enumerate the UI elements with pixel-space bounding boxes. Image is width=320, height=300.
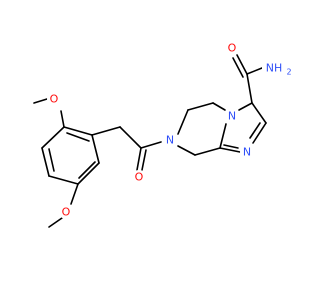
- methoxy-bottom-o-label: O: [62, 206, 71, 219]
- amide-nitrogen: NH 2: [262, 60, 292, 77]
- background: [0, 0, 300, 300]
- carbonyl-oxygen: O: [132, 170, 146, 184]
- molecule-structure: O O O N N N NH 2 O: [0, 0, 300, 300]
- ring-nitrogen-fused: N: [225, 109, 239, 123]
- carbonyl-o-label: O: [135, 171, 144, 184]
- atom-labels: O O O N N N NH 2 O: [47, 41, 292, 219]
- methoxy-bottom-oxygen: O: [59, 205, 73, 219]
- ring-nitrogen-imidazole: N: [240, 145, 254, 159]
- ring-nitrogen-amide: N: [163, 133, 177, 147]
- ring-n-fused-label: N: [228, 110, 236, 123]
- methoxy-top-o-label: O: [50, 93, 59, 106]
- ring-n-imidazole-label: N: [243, 146, 251, 159]
- bonds: [33, 54, 267, 228]
- amide-o-label: O: [228, 42, 237, 55]
- ring-n-amide-label: N: [166, 134, 174, 147]
- structure-drawing: O O O N N N NH 2 O: [0, 0, 300, 300]
- amide-oxygen: O: [225, 41, 239, 55]
- methoxy-top-oxygen: O: [47, 92, 61, 106]
- amide-n-label: NH: [266, 62, 283, 75]
- amide-n-subscript: 2: [286, 68, 291, 77]
